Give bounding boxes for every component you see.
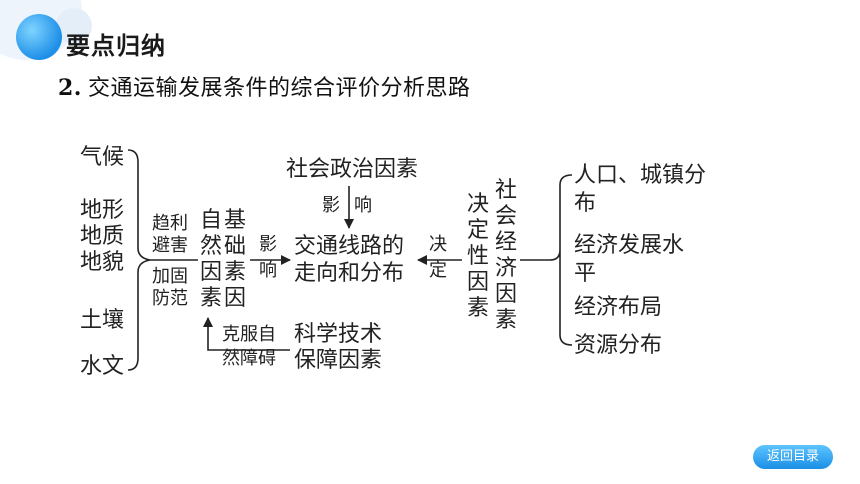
tech-line-1: 科学技术 — [294, 322, 383, 347]
subtitle-text: 交通运输发展条件的综合评价分析思路 — [87, 76, 471, 101]
role-prevent: 防范 — [152, 288, 188, 309]
influence-top-label: 影响 — [322, 195, 386, 216]
decisive-factor: 决定性因素 — [466, 192, 489, 321]
socio-item-resources: 资源分布 — [574, 333, 663, 358]
right-brace — [520, 174, 573, 346]
subtitle-number: 2. — [58, 75, 82, 101]
factor-landform: 地貌 — [80, 250, 125, 275]
natural-group-label-col2: 基础素因 — [223, 208, 246, 311]
socio-item-layout: 经济布局 — [574, 295, 663, 320]
natural-group-label: 自然因素 — [199, 208, 222, 311]
center-line-2: 走向和分布 — [294, 261, 405, 286]
tech-line-2: 保障因素 — [294, 348, 383, 373]
center-line-1: 交通线路的 — [294, 234, 405, 259]
back-to-contents-button[interactable]: 返回目录 — [753, 445, 833, 469]
factor-terrain: 地形 — [80, 198, 125, 223]
tech-role-line-1: 克服自 — [222, 324, 276, 345]
factor-soil: 土壤 — [80, 308, 125, 333]
section-title: 要点归纳 — [66, 32, 166, 60]
political-factor: 社会政治因素 — [286, 157, 419, 182]
socio-economic-factor: 社会经济因素 — [494, 178, 517, 333]
role-avoid-harm: 避害 — [152, 235, 188, 256]
page-subtitle: 2.交通运输发展条件的综合评价分析思路 — [58, 70, 470, 102]
tech-role-line-2: 然障碍 — [222, 348, 276, 369]
factor-hydrology: 水文 — [80, 354, 125, 379]
factor-climate: 气候 — [80, 145, 125, 170]
left-brace — [127, 149, 151, 371]
influence-left-label: 影响 — [259, 234, 277, 281]
decide-label: 决定 — [429, 234, 447, 281]
factor-geology: 地质 — [80, 224, 125, 249]
tech-arrow — [203, 317, 290, 351]
socio-item-economy-level: 经济发展水平 — [574, 233, 685, 286]
role-seek-benefit: 趋利 — [152, 213, 188, 234]
header-decoration — [0, 0, 110, 70]
socio-item-population: 人口、城镇分布 — [574, 163, 707, 216]
role-reinforce: 加固 — [152, 266, 188, 287]
